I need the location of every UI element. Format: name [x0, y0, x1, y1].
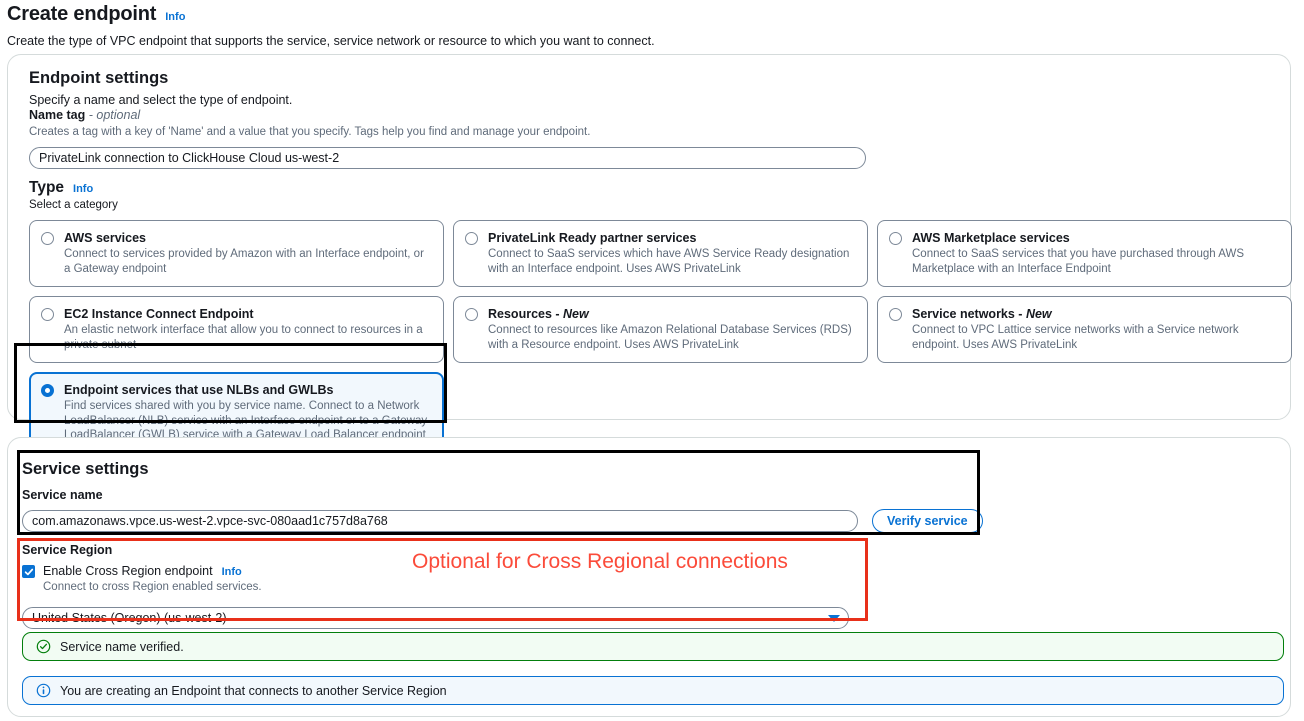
name-tag-field-group: Name tag - optional Creates a tag with a…	[29, 107, 1269, 169]
service-name-label: Service name	[22, 488, 103, 502]
annotation-note-cross-region: Optional for Cross Regional connections	[412, 550, 788, 573]
type-hint: Select a category	[29, 199, 118, 211]
name-tag-input[interactable]: PrivateLink connection to ClickHouse Clo…	[29, 147, 866, 169]
endpoint-settings-card: Endpoint settings Specify a name and sel…	[7, 54, 1292, 454]
service-name-field-group: Service name com.amazonaws.vpce.us-west-…	[22, 487, 1222, 533]
check-icon	[24, 568, 33, 575]
radio-icon[interactable]	[41, 308, 54, 321]
type-option-title: Resources - New	[488, 307, 589, 321]
radio-icon[interactable]	[41, 232, 54, 245]
service-settings-card: Service settings Service name com.amazon…	[7, 437, 1291, 717]
cross-region-info-link[interactable]: Info	[221, 566, 242, 578]
page-header: Create endpoint Info Create the type of …	[7, 2, 1297, 49]
endpoint-settings-description: Specify a name and select the type of en…	[29, 93, 293, 107]
type-option-description: Connect to SaaS services which have AWS …	[488, 248, 850, 275]
type-option-title: PrivateLink Ready partner services	[488, 231, 697, 245]
service-region-label: Service Region	[22, 543, 113, 557]
endpoint-settings-heading-group: Endpoint settings Specify a name and sel…	[29, 68, 292, 108]
radio-icon[interactable]	[465, 232, 478, 245]
enable-cross-region-row[interactable]: Enable Cross Region endpoint Info Connec…	[22, 563, 862, 595]
enable-cross-region-label: Enable Cross Region endpoint	[43, 564, 213, 578]
service-region-select[interactable]: United States (Oregon) (us-west-2)	[22, 607, 849, 629]
service-settings-title: Service settings	[22, 460, 149, 478]
type-option-resources[interactable]: Resources - New Connect to resources lik…	[453, 296, 868, 363]
type-option-privatelink-ready-partner-services[interactable]: PrivateLink Ready partner services Conne…	[453, 220, 868, 287]
type-option-description: Connect to VPC Lattice service networks …	[912, 324, 1239, 351]
verify-service-button[interactable]: Verify service	[872, 509, 983, 533]
service-name-input[interactable]: com.amazonaws.vpce.us-west-2.vpce-svc-08…	[22, 510, 858, 532]
enable-cross-region-label-row: Enable Cross Region endpoint Info	[43, 563, 262, 579]
type-option-title: Endpoint services that use NLBs and GWLB…	[64, 383, 334, 397]
name-tag-optional-text: - optional	[88, 108, 141, 122]
enable-cross-region-checkbox[interactable]	[22, 565, 35, 578]
service-settings-heading-group: Service settings	[22, 459, 149, 479]
page-info-link[interactable]: Info	[165, 11, 186, 23]
type-info-link[interactable]: Info	[73, 183, 94, 195]
type-option-aws-marketplace-services[interactable]: AWS Marketplace services Connect to SaaS…	[877, 220, 1292, 287]
page-subtitle: Create the type of VPC endpoint that sup…	[7, 34, 655, 48]
type-option-service-networks[interactable]: Service networks - New Connect to VPC La…	[877, 296, 1292, 363]
alert-success-text: Service name verified.	[60, 639, 184, 654]
name-tag-label-text: Name tag	[29, 108, 86, 122]
alert-cross-region-endpoint: You are creating an Endpoint that connec…	[22, 676, 1284, 705]
page-title: Create endpoint	[7, 3, 157, 25]
info-circle-icon	[36, 683, 51, 698]
type-option-description: Connect to SaaS services that you have p…	[912, 248, 1244, 275]
type-options-grid: AWS services Connect to services provide…	[29, 220, 1292, 454]
type-option-description: Connect to resources like Amazon Relatio…	[488, 324, 852, 351]
radio-icon[interactable]	[889, 232, 902, 245]
name-tag-label: Name tag - optional	[29, 107, 1269, 123]
type-option-title: Service networks - New	[912, 307, 1052, 321]
check-circle-icon	[36, 639, 51, 654]
radio-icon[interactable]	[465, 308, 478, 321]
name-tag-hint: Creates a tag with a key of 'Name' and a…	[29, 126, 591, 138]
radio-icon[interactable]	[889, 308, 902, 321]
enable-cross-region-label-group: Enable Cross Region endpoint Info Connec…	[43, 563, 262, 595]
chevron-down-icon[interactable]	[828, 614, 840, 622]
page-title-row: Create endpoint Info	[7, 2, 1297, 26]
type-heading-group: Type Info Select a category	[29, 178, 118, 213]
new-badge: New	[563, 307, 589, 321]
type-option-title: AWS Marketplace services	[912, 231, 1070, 245]
new-badge: New	[1025, 307, 1052, 321]
type-option-title: EC2 Instance Connect Endpoint	[64, 307, 254, 321]
type-option-description: Find services shared with you by service…	[64, 400, 428, 441]
service-region-selected-value: United States (Oregon) (us-west-2)	[32, 611, 227, 625]
type-option-description: Connect to services provided by Amazon w…	[64, 248, 424, 275]
endpoint-settings-title: Endpoint settings	[29, 69, 169, 87]
alert-info-text: You are creating an Endpoint that connec…	[60, 683, 447, 698]
type-label: Type	[29, 179, 65, 196]
type-option-title: AWS services	[64, 231, 146, 245]
type-head-row: Type Info	[29, 178, 118, 197]
service-name-row: com.amazonaws.vpce.us-west-2.vpce-svc-08…	[22, 509, 1222, 533]
type-option-aws-services[interactable]: AWS services Connect to services provide…	[29, 220, 444, 287]
type-option-description: An elastic network interface that allow …	[64, 324, 423, 351]
type-option-ec2-instance-connect-endpoint[interactable]: EC2 Instance Connect Endpoint An elastic…	[29, 296, 444, 363]
enable-cross-region-hint: Connect to cross Region enabled services…	[43, 581, 262, 593]
radio-icon-selected[interactable]	[41, 384, 54, 397]
alert-service-name-verified: Service name verified.	[22, 632, 1284, 661]
